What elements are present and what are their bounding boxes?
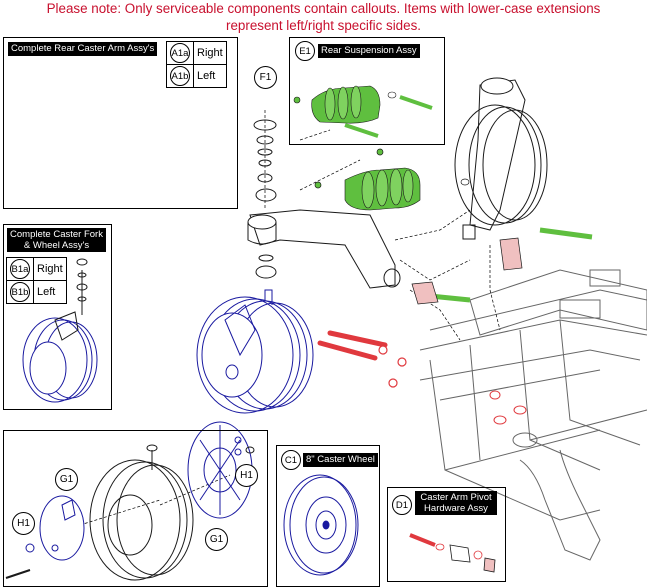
rear-caster-arm-assy-table: A1a Right A1b Left bbox=[166, 41, 227, 88]
pivot-hardware-title-line-2: Hardware Assy bbox=[424, 503, 488, 514]
serviceable-note: Please note: Only serviceable components… bbox=[0, 0, 647, 34]
callout-h1-left[interactable]: H1 bbox=[12, 512, 35, 535]
callout-f1[interactable]: F1 bbox=[254, 66, 277, 89]
caster-fork-title-line-2: & Wheel Assy's bbox=[23, 240, 90, 251]
caster-fork-parts bbox=[22, 258, 98, 403]
wheel-exploded-parts bbox=[5, 421, 255, 581]
chair-frame bbox=[419, 269, 647, 561]
pivot-hardware-parts bbox=[409, 533, 496, 573]
callout-g1-top[interactable]: G1 bbox=[55, 468, 78, 491]
rear-suspension-assy-title: Rear Suspension Assy bbox=[318, 44, 420, 58]
caster-arm-center bbox=[247, 209, 401, 289]
suspension-bolts-center bbox=[314, 148, 593, 303]
callout-a1a[interactable]: A1a bbox=[170, 43, 190, 63]
caster-wheel-8in bbox=[283, 474, 359, 576]
side-right-label: Right bbox=[193, 41, 227, 65]
callout-h1-right[interactable]: H1 bbox=[235, 464, 258, 487]
callout-g1-bottom[interactable]: G1 bbox=[205, 528, 228, 551]
rear-suspension-parts bbox=[293, 85, 433, 138]
pivot-spacers bbox=[411, 237, 523, 305]
note-line-1: Please note: Only serviceable components… bbox=[46, 1, 601, 16]
washer-stack bbox=[253, 119, 277, 279]
callout-a1b[interactable]: A1b bbox=[170, 66, 190, 86]
caster-wheel-8in-box: C1 8" Caster Wheel bbox=[276, 445, 380, 587]
callout-c1[interactable]: C1 bbox=[281, 450, 301, 470]
caster-fork-wheel-assy-table: B1a Right B1b Left bbox=[6, 257, 67, 304]
caster-fork-wheel-assy-box: Complete Caster Fork & Wheel Assy's B1a … bbox=[3, 224, 112, 410]
table-row: A1a Right bbox=[166, 41, 227, 65]
caster-fork-wheel-assy-title: Complete Caster Fork & Wheel Assy's bbox=[7, 228, 106, 252]
leader-lines bbox=[79, 110, 501, 526]
pivot-hardware-assy-title: Caster Arm Pivot Hardware Assy bbox=[415, 491, 497, 515]
caster-arm-right bbox=[454, 77, 548, 240]
side-left-label: Left bbox=[33, 280, 67, 304]
table-row: B1a Right bbox=[6, 257, 67, 281]
callout-e1[interactable]: E1 bbox=[295, 41, 315, 61]
rear-caster-arm-assy-box: Complete Rear Caster Arm Assy's A1a Righ… bbox=[3, 37, 238, 209]
side-right-label: Right bbox=[33, 257, 67, 281]
pivot-hardware-title-line-1: Caster Arm Pivot bbox=[420, 492, 492, 503]
suspension-spring-center bbox=[344, 167, 421, 211]
pivot-hardware-assy-box: D1 Caster Arm Pivot Hardware Assy bbox=[387, 487, 506, 582]
frame-bolts bbox=[317, 330, 388, 361]
table-row: A1b Left bbox=[166, 64, 227, 88]
caster-wheel-center bbox=[196, 289, 314, 414]
note-line-2: represent left/right specific sides. bbox=[226, 18, 421, 33]
callout-b1a[interactable]: B1a bbox=[10, 259, 30, 279]
table-row: B1b Left bbox=[6, 280, 67, 304]
callout-b1b[interactable]: B1b bbox=[10, 282, 30, 302]
caster-wheel-8in-title: 8" Caster Wheel bbox=[303, 453, 378, 467]
wheel-exploded-box bbox=[3, 430, 268, 587]
rear-caster-arm-assy-title: Complete Rear Caster Arm Assy's bbox=[8, 42, 158, 56]
rear-suspension-assy-box: E1 Rear Suspension Assy bbox=[289, 37, 445, 145]
caster-fork-title-line-1: Complete Caster Fork bbox=[10, 229, 103, 240]
side-left-label: Left bbox=[193, 64, 227, 88]
callout-d1[interactable]: D1 bbox=[392, 495, 412, 515]
